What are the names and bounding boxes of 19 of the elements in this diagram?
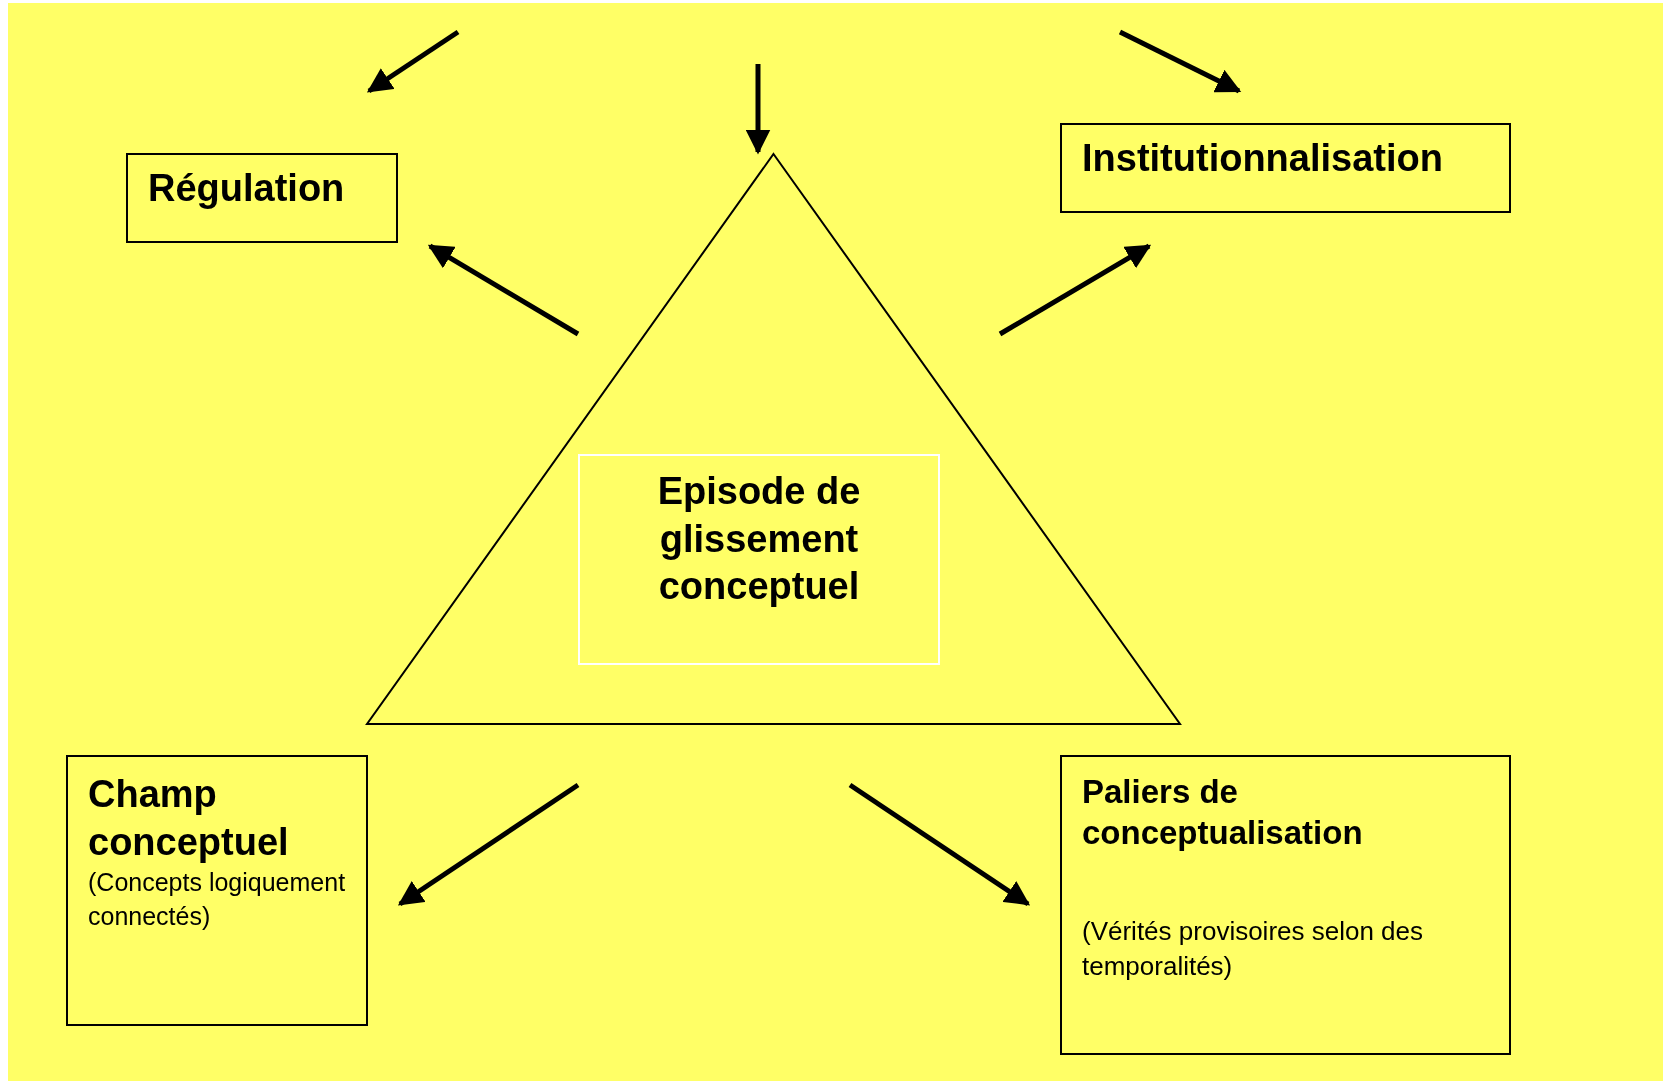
arrow [998,243,1152,337]
box-title: Episode de glissement conceptuel [656,469,862,609]
box-title: Paliers de conceptualisation [1082,772,1364,854]
box-subtitle: (Concepts logiquement connectés) [88,867,346,932]
box-title: Régulation [148,166,346,211]
box-subtitle: (Vérités provisoires selon des temporalités) [1082,914,1425,983]
arrow [1118,29,1242,94]
concept-box [126,153,398,243]
concept-box [66,755,368,1026]
arrow [397,782,580,907]
arrow [745,64,771,155]
concept-box [1060,755,1511,1055]
box-title: Institutionnalisation [1082,136,1444,181]
arrow [848,782,1031,907]
box-title: Champ conceptuel [88,772,290,865]
concept-box [1060,123,1511,213]
center-box [578,454,940,665]
arrow [427,243,580,337]
arrow [366,29,460,94]
